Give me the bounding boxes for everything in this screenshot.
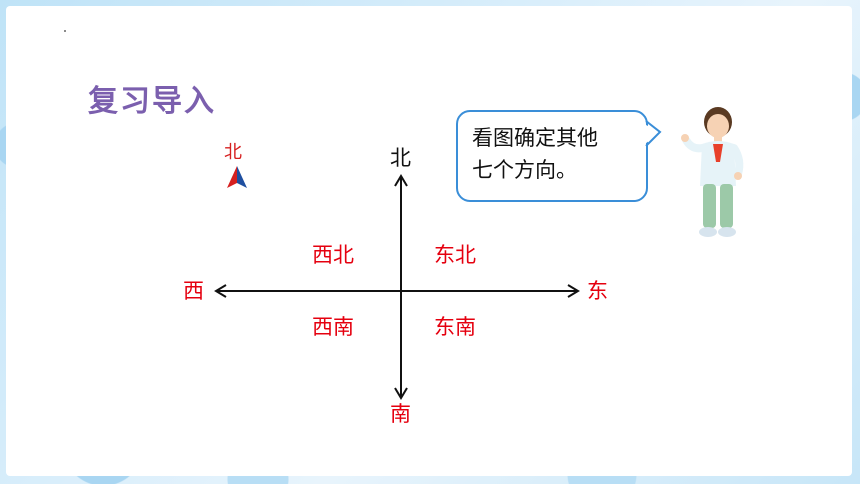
label-south: 南 (390, 402, 411, 426)
label-west: 西 (183, 279, 204, 303)
east-arrowhead (567, 284, 580, 298)
bubble-line-1: 看图确定其他 (472, 126, 598, 150)
north-arrowhead (394, 174, 408, 187)
label-northwest: 西北 (312, 243, 354, 267)
bubble-line-2: 七个方向。 (472, 158, 577, 182)
mini-compass: 北 (222, 138, 252, 194)
mini-compass-north-label: 北 (224, 142, 242, 163)
slide-card (6, 6, 852, 476)
speech-bubble: 看图确定其他 七个方向。 (456, 110, 648, 202)
section-title: 复习导入 (88, 84, 216, 119)
label-northeast: 东北 (434, 243, 476, 267)
north-arrow-icon (227, 166, 247, 188)
south-arrowhead (394, 387, 408, 400)
west-arrowhead (214, 284, 227, 298)
dot-mark (64, 30, 66, 32)
label-north: 北 (390, 146, 411, 170)
label-southwest: 西南 (312, 315, 354, 339)
speech-bubble-tail (640, 120, 662, 148)
boy-illustration (681, 107, 744, 237)
label-east: 东 (587, 279, 608, 303)
label-southeast: 东南 (434, 315, 476, 339)
